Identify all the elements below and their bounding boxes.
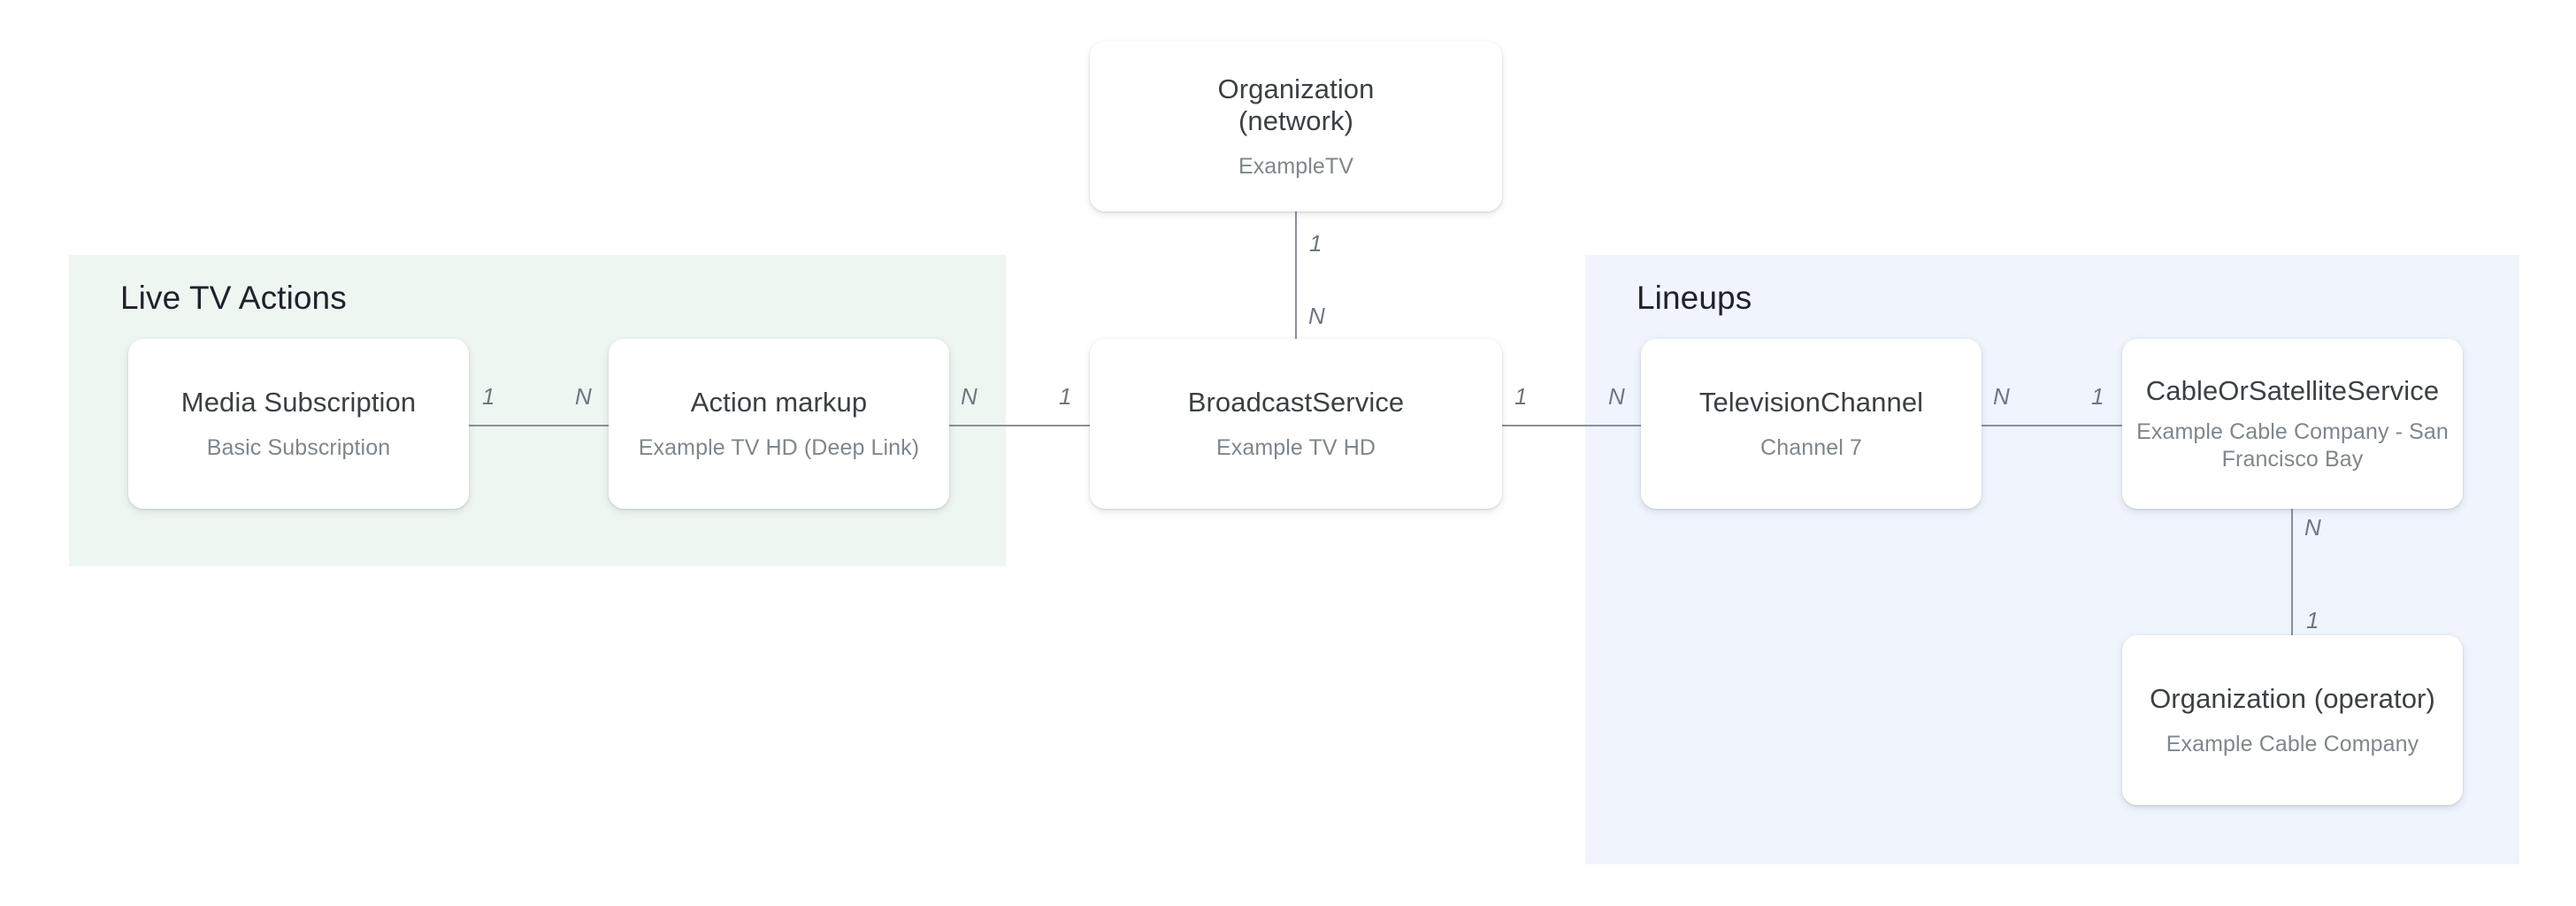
node-title-media-subscription: Media Subscription: [180, 386, 417, 418]
panel-title-live-tv-actions: Live TV Actions: [120, 280, 347, 316]
edge-label-network-to-broadcast-to: N: [1308, 303, 1325, 329]
node-organization-operator[interactable]: Organization (operator) Example Cable Co…: [2122, 635, 2463, 805]
node-title-broadcast-service: BroadcastService: [1187, 386, 1405, 418]
edge-label-cable-to-operator-from: N: [2304, 514, 2321, 541]
node-broadcast-service[interactable]: BroadcastService Example TV HD: [1090, 339, 1502, 509]
node-media-subscription[interactable]: Media Subscription Basic Subscription: [128, 339, 469, 509]
node-title-organization-operator: Organization (operator): [2150, 682, 2435, 714]
node-subtitle-action-markup: Example TV HD (Deep Link): [638, 434, 920, 460]
node-title-television-channel: TelevisionChannel: [1698, 386, 1924, 418]
edge-label-cable-to-operator-to: 1: [2306, 607, 2319, 633]
node-action-markup[interactable]: Action markup Example TV HD (Deep Link): [609, 339, 949, 509]
edge-label-network-to-broadcast-from: 1: [1309, 230, 1322, 257]
edge-subscription-to-action: [467, 425, 610, 426]
node-cable-or-satellite-service[interactable]: CableOrSatelliteService Example Cable Co…: [2122, 339, 2463, 509]
node-subtitle-television-channel: Channel 7: [1760, 434, 1862, 460]
edge-network-to-broadcast: [1295, 211, 1297, 339]
node-television-channel[interactable]: TelevisionChannel Channel 7: [1641, 339, 1982, 509]
node-title-organization-network: Organization (network): [1218, 73, 1375, 137]
edge-label-subscription-to-action-to: N: [575, 383, 592, 410]
edge-label-action-to-broadcast-to: 1: [1059, 383, 1072, 410]
node-title-line1: Organization: [1217, 73, 1375, 104]
panel-title-lineups: Lineups: [1637, 280, 1752, 316]
node-subtitle-cable-or-satellite-service: Example Cable Company - San Francisco Ba…: [2136, 419, 2449, 472]
edge-label-broadcast-to-channel-from: 1: [1514, 383, 1528, 410]
node-subtitle-broadcast-service: Example TV HD: [1215, 434, 1376, 460]
edge-label-subscription-to-action-from: 1: [482, 383, 495, 410]
edge-broadcast-to-channel: [1500, 425, 1643, 426]
node-subtitle-media-subscription: Basic Subscription: [206, 434, 391, 460]
edge-label-channel-to-cable-to: 1: [2091, 383, 2104, 410]
edge-action-to-broadcast: [947, 425, 1092, 426]
node-subtitle-organization-network: ExampleTV: [1238, 153, 1354, 179]
node-title-cable-or-satellite-service: CableOrSatelliteService: [2145, 374, 2440, 406]
node-subtitle-organization-operator: Example Cable Company: [2166, 731, 2419, 756]
edge-label-broadcast-to-channel-to: N: [1608, 383, 1625, 410]
edge-channel-to-cable: [1980, 425, 2124, 426]
edge-label-action-to-broadcast-from: N: [961, 383, 978, 410]
node-title-line2: (network): [1238, 104, 1354, 136]
node-title-action-markup: Action markup: [690, 386, 868, 418]
edge-label-channel-to-cable-from: N: [1993, 383, 2010, 410]
node-organization-network[interactable]: Organization (network) ExampleTV: [1090, 42, 1502, 211]
edge-cable-to-operator: [2291, 509, 2293, 635]
